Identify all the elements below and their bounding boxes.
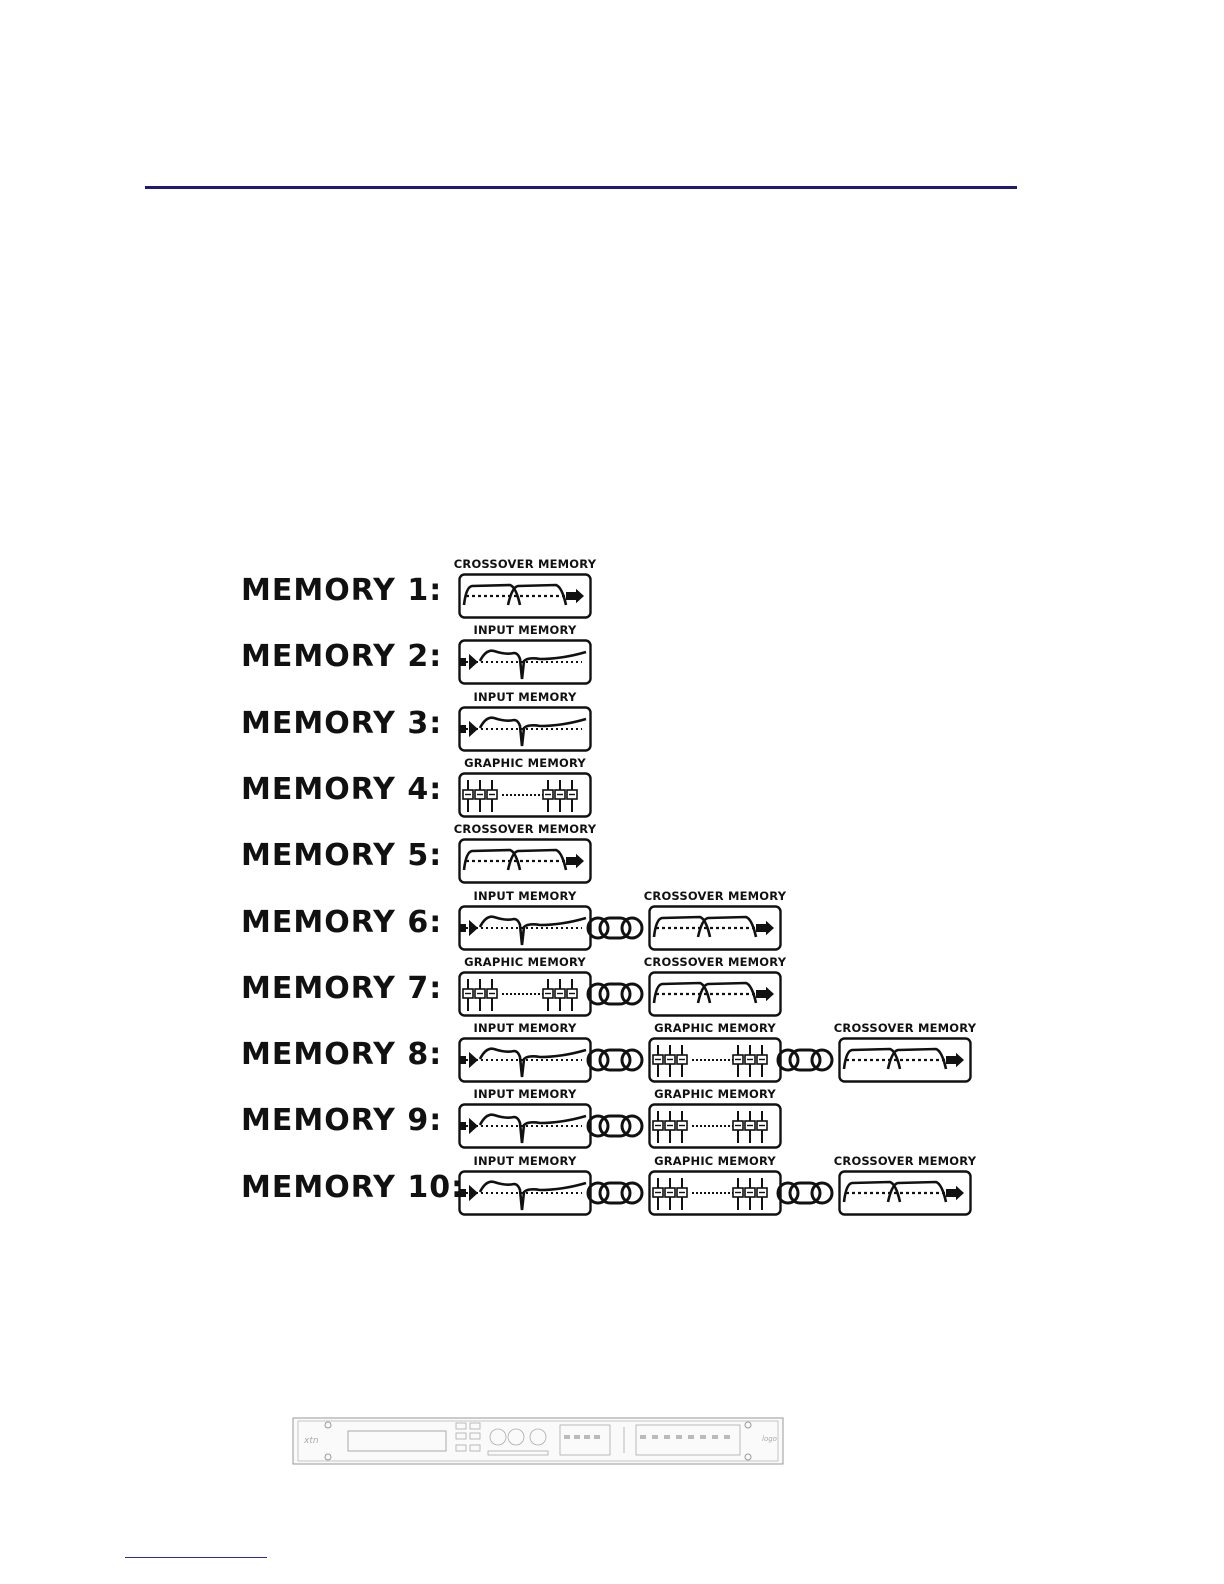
graphic-eq-sliders-icon [458,772,592,818]
input-eq-curve-icon [458,1169,592,1216]
crossover-memory-block: CROSSOVER MEMORY [834,1021,976,1089]
module-caption: INPUT MEMORY [473,1153,577,1168]
crossover-curve-icon [458,573,592,619]
rack-processor-front-panel-icon: xtn logo [292,1417,784,1465]
graphic-memory-block: GRAPHIC MEMORY [458,756,592,824]
chain-link-icon [586,916,644,939]
footer-rule [125,1557,267,1558]
module-caption: CROSSOVER MEMORY [833,1021,977,1036]
crossover-curve-icon [458,838,592,884]
svg-text:xtn: xtn [303,1436,319,1446]
input-memory-block: INPUT MEMORY [458,1154,592,1222]
input-memory-block: INPUT MEMORY [458,1087,592,1155]
memory-label: MEMORY 8: [241,1037,443,1073]
graphic-eq-sliders-icon [458,971,592,1017]
crossover-memory-block: CROSSOVER MEMORY [644,889,786,957]
memory-label: MEMORY 6: [241,904,443,940]
crossover-curve-icon [838,1037,972,1083]
memory-label: MEMORY 10: [241,1169,465,1205]
input-eq-curve-icon [458,639,592,685]
svg-text:logo: logo [762,1435,777,1443]
chain-link-icon [586,1048,644,1072]
module-caption: CROSSOVER MEMORY [643,954,787,969]
module-caption: INPUT MEMORY [473,888,577,903]
module-caption: GRAPHIC MEMORY [654,1153,776,1168]
input-eq-curve-icon [458,705,592,752]
memory-label: MEMORY 3: [241,705,443,741]
input-memory-block: INPUT MEMORY [458,889,592,957]
module-caption: GRAPHIC MEMORY [654,1021,776,1036]
module-caption: CROSSOVER MEMORY [453,557,597,571]
crossover-curve-icon [838,1169,972,1216]
crossover-memory-block: CROSSOVER MEMORY [454,557,596,625]
module-caption: INPUT MEMORY [473,1087,577,1102]
memory-label: MEMORY 9: [241,1103,443,1139]
module-caption: GRAPHIC MEMORY [464,954,586,969]
graphic-memory-block: GRAPHIC MEMORY [648,1021,782,1089]
memory-label: MEMORY 7: [241,970,443,1006]
input-eq-curve-icon [458,1103,592,1150]
crossover-curve-icon [648,904,782,951]
graphic-eq-sliders-icon [648,1103,782,1150]
memory-label: MEMORY 4: [241,771,443,807]
crossover-memory-block: CROSSOVER MEMORY [454,822,596,890]
module-caption: CROSSOVER MEMORY [833,1153,977,1168]
chain-link-icon [776,1181,834,1205]
graphic-memory-block: GRAPHIC MEMORY [648,1154,782,1222]
memory-label: MEMORY 2: [241,639,443,675]
input-memory-block: INPUT MEMORY [458,623,592,691]
memory-label: MEMORY 5: [241,838,443,874]
chain-link-icon [776,1048,834,1072]
input-memory-block: INPUT MEMORY [458,1021,592,1089]
header-rule [145,186,1017,189]
module-caption: GRAPHIC MEMORY [464,755,586,770]
memory-label: MEMORY 1: [241,573,443,608]
crossover-memory-block: CROSSOVER MEMORY [644,955,786,1023]
graphic-memory-block: GRAPHIC MEMORY [648,1087,782,1155]
crossover-memory-block: CROSSOVER MEMORY [834,1154,976,1222]
graphic-memory-block: GRAPHIC MEMORY [458,955,592,1023]
module-caption: INPUT MEMORY [473,689,577,704]
module-caption: GRAPHIC MEMORY [654,1087,776,1102]
chain-link-icon [586,1114,644,1138]
module-caption: INPUT MEMORY [473,623,577,638]
input-memory-block: INPUT MEMORY [458,690,592,758]
crossover-curve-icon [648,971,782,1017]
module-caption: CROSSOVER MEMORY [453,822,597,837]
input-eq-curve-icon [458,1037,592,1083]
module-caption: INPUT MEMORY [473,1021,577,1036]
module-caption: CROSSOVER MEMORY [643,888,787,903]
graphic-eq-sliders-icon [648,1169,782,1216]
input-eq-curve-icon [458,904,592,951]
graphic-eq-sliders-icon [648,1037,782,1083]
chain-link-icon [586,982,644,1006]
chain-link-icon [586,1181,644,1205]
